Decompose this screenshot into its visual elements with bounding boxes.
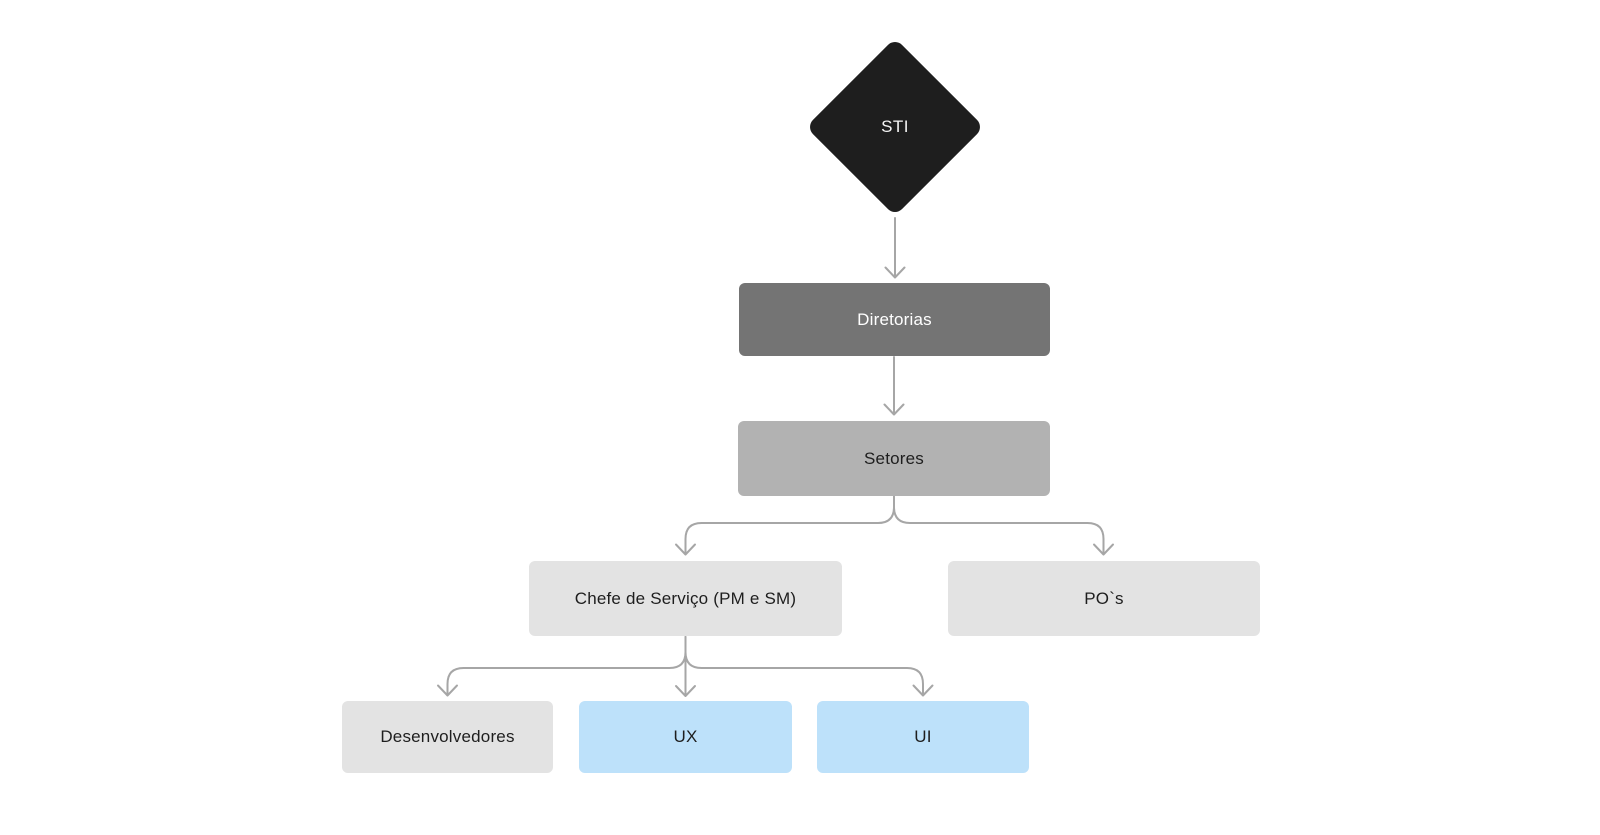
edge-sti-diretorias — [884, 217, 906, 279]
arrowhead — [1093, 543, 1114, 556]
arrowhead — [884, 266, 906, 279]
node-setores[interactable]: Setores — [738, 421, 1050, 496]
node-sti-label: STI — [881, 117, 909, 136]
node-diretorias-label: Diretorias — [857, 309, 932, 329]
node-desenvolvedores[interactable]: Desenvolvedores — [342, 701, 553, 773]
node-chefe-de-servico-label: Chefe de Serviço (PM e SM) — [574, 588, 797, 608]
arrowhead — [883, 403, 905, 416]
arrowhead — [912, 684, 934, 697]
edge-chefe-desenvolvedores — [437, 636, 687, 697]
node-sti[interactable]: STI — [805, 37, 985, 217]
node-ui-label: UI — [914, 727, 932, 746]
arrowhead — [437, 684, 458, 697]
node-ux[interactable]: UX — [579, 701, 792, 773]
arrowhead — [675, 543, 696, 556]
node-chefe-de-servico[interactable]: Chefe de Serviço (PM e SM) — [529, 561, 842, 636]
node-setores-label: Setores — [864, 448, 924, 468]
node-ui[interactable]: UI — [817, 701, 1029, 773]
edge-setores-chefe — [675, 495, 895, 556]
node-diretorias[interactable]: Diretorias — [739, 283, 1050, 356]
node-pos[interactable]: PO`s — [948, 561, 1260, 636]
node-ux-label: UX — [673, 727, 698, 746]
edge-setores-pos — [893, 495, 1114, 556]
arrowhead — [675, 685, 696, 697]
node-pos-label: PO`s — [1084, 588, 1124, 608]
edge-chefe-ui — [684, 636, 934, 697]
edge-diretorias-setores — [883, 356, 905, 416]
node-desenvolvedores-label: Desenvolvedores — [380, 727, 515, 746]
